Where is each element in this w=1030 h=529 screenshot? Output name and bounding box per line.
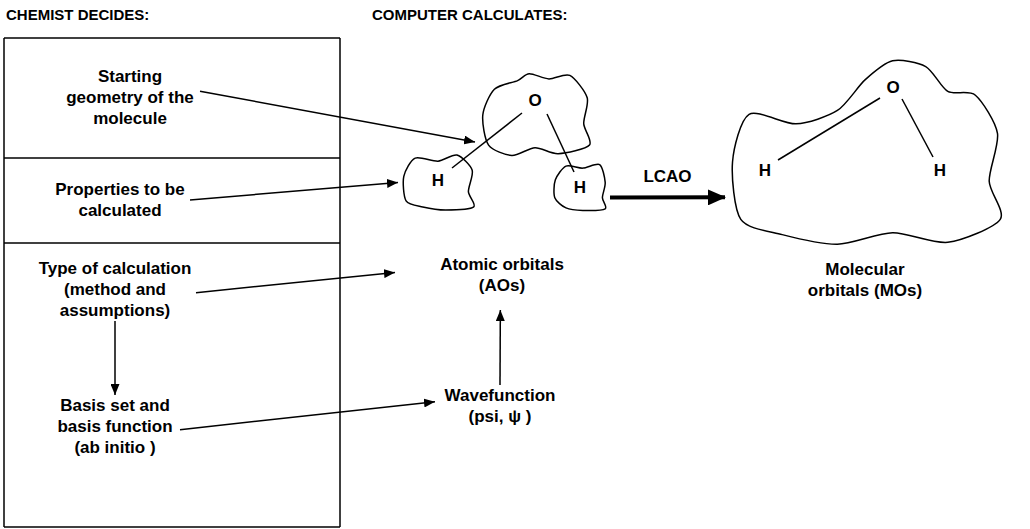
bond-line (547, 114, 574, 172)
edge-label: LCAO (643, 166, 691, 187)
orbital-outline-path (732, 60, 1001, 244)
column-heading: COMPUTER CALCULATES: (372, 6, 568, 24)
wavefunction-item: Wavefunction (psi, ψ ) (435, 385, 565, 427)
table-border (4, 526, 340, 528)
table-border (339, 38, 341, 527)
decision-item: Basis set and basis function (ab initio … (50, 395, 180, 458)
table-divider (4, 157, 340, 159)
orbital-outline (475, 70, 595, 160)
atom-symbol: H (759, 160, 771, 181)
input-arrow (200, 91, 475, 142)
bond-line (778, 98, 880, 160)
node-text: Starting geometry of the molecule (60, 66, 200, 129)
orbital-blob: O (475, 70, 595, 160)
input-arrow (196, 273, 395, 293)
node-text: Atomic orbitals (AOs) (427, 254, 577, 296)
decision-item: Type of calculation (method and assumpti… (34, 258, 196, 321)
bond-line (902, 99, 933, 157)
orbital-outline-path (403, 155, 474, 210)
node-text: Type of calculation (method and assumpti… (34, 258, 196, 321)
node-text: Wavefunction (psi, ψ ) (435, 385, 565, 427)
molecular-orbital-blob: OHHMolecular orbitals (MOs) (725, 55, 1005, 250)
orbital-blob: H (398, 150, 478, 215)
lcao-arrow (610, 195, 725, 199)
node-text: Properties to be calculated (50, 179, 190, 221)
decision-item: Starting geometry of the molecule (60, 66, 200, 129)
column-heading: CHEMIST DECIDES: (6, 6, 149, 24)
orbital-group: O H H Atomic orbitals (AOs) (395, 60, 610, 310)
atom-symbol: H (432, 170, 444, 191)
node-text: Molecular orbitals (MOs) (800, 259, 930, 301)
input-arrow (499, 310, 501, 385)
table-border (4, 37, 340, 39)
decision-item: Properties to be calculated (50, 179, 190, 221)
orbital-outline-path (554, 164, 606, 210)
atom-symbol: H (934, 160, 946, 181)
table-border (3, 38, 5, 527)
atom-symbol: O (528, 90, 541, 111)
input-arrow (180, 402, 435, 430)
atom-symbol: O (886, 77, 899, 98)
orbital-outline (725, 55, 1005, 250)
atom-symbol: H (574, 177, 586, 198)
input-arrow (114, 321, 116, 395)
orbital-outline-path (483, 74, 591, 156)
node-text: Basis set and basis function (ab initio … (50, 395, 180, 458)
input-arrow (190, 183, 398, 201)
orbital-blob: H (550, 160, 610, 215)
table-divider (4, 242, 340, 244)
